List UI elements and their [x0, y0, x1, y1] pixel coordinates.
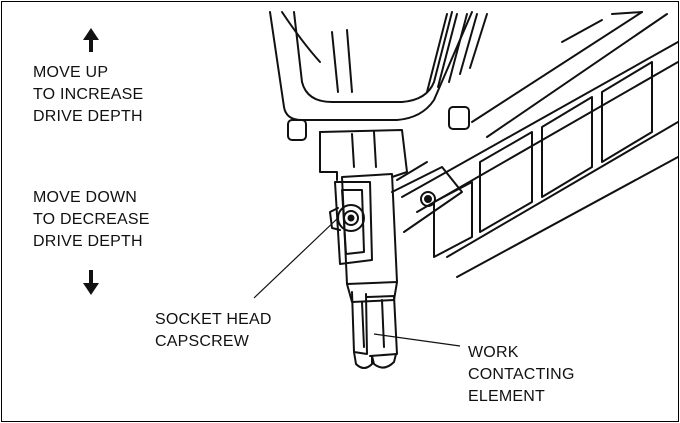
tool-body	[269, 11, 473, 121]
label-work-contacting-line-2: CONTACTING	[468, 366, 575, 383]
label-move-down-line-1: MOVE DOWN	[33, 189, 138, 206]
capscrew	[329, 204, 365, 232]
label-move-up: MOVE UP TO INCREASE DRIVE DEPTH	[33, 62, 143, 128]
magazine	[401, 11, 678, 278]
leader-line-capscrew	[253, 216, 340, 299]
label-move-down: MOVE DOWN TO DECREASE DRIVE DEPTH	[33, 187, 150, 253]
label-work-contacting-line-1: WORK	[468, 344, 519, 361]
vent-ribs	[426, 13, 488, 93]
leader-line-work-element	[373, 333, 461, 347]
right-bumper	[448, 106, 470, 130]
left-bumper	[287, 119, 307, 141]
label-move-up-line-3: DRIVE DEPTH	[33, 108, 143, 125]
label-socket-head-line-2: CAPSCREW	[155, 333, 250, 350]
nose-assembly	[319, 129, 463, 303]
label-socket-head-line-1: SOCKET HEAD	[155, 311, 272, 328]
label-move-down-line-2: TO DECREASE	[33, 211, 150, 228]
work-contacting-element	[351, 291, 398, 369]
label-move-up-line-1: MOVE UP	[33, 64, 109, 81]
arrow-up-icon	[83, 28, 99, 52]
label-work-contacting-line-3: ELEMENT	[468, 388, 545, 405]
label-work-contacting-element: WORK CONTACTING ELEMENT	[468, 342, 575, 408]
label-move-up-line-2: TO INCREASE	[33, 86, 144, 103]
label-move-down-line-3: DRIVE DEPTH	[33, 233, 143, 250]
label-socket-head-capscrew: SOCKET HEAD CAPSCREW	[155, 309, 272, 353]
arrow-down-icon	[83, 270, 99, 295]
